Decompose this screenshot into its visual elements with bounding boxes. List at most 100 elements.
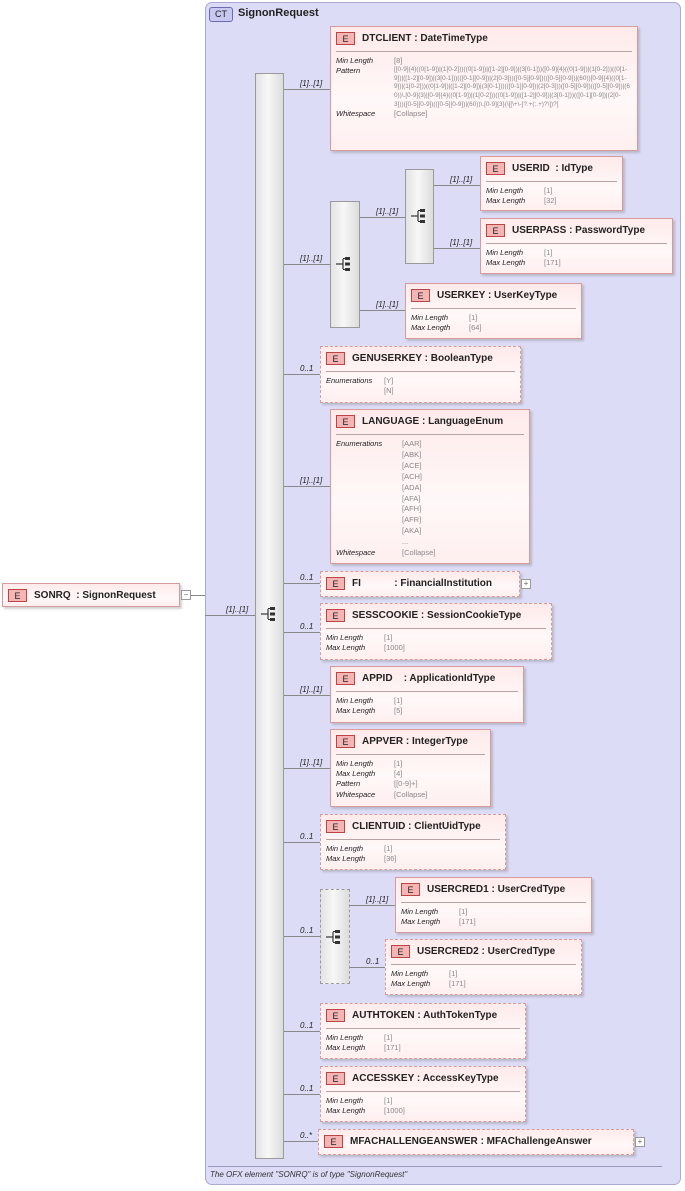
element-badge: E — [336, 415, 355, 428]
properties: Enumerations[AAR] [ABK] [ACE] [ACH] [ADA… — [336, 439, 436, 558]
connector — [360, 310, 405, 311]
separator — [336, 434, 524, 435]
connector — [284, 842, 320, 843]
multiplicity-label: [1]..[1] — [226, 605, 249, 614]
connector — [205, 615, 255, 616]
element-appver[interactable]: E APPVER : IntegerType Min Length[1] Max… — [330, 729, 491, 807]
element-title: APPID : ApplicationIdType — [362, 673, 496, 684]
multiplicity-label: [1]..[1] — [300, 254, 323, 263]
element-title: USERCRED1 : UserCredType — [427, 884, 566, 895]
element-accesskey[interactable]: E ACCESSKEY : AccessKeyType Min Length[1… — [320, 1066, 526, 1122]
properties: Min Length[1] Max Length[32] — [486, 186, 557, 206]
multiplicity-label: [1]..[1] — [300, 685, 323, 694]
element-authtoken[interactable]: E AUTHTOKEN : AuthTokenType Min Length[1… — [320, 1003, 526, 1059]
choice-group-bar[interactable] — [330, 201, 360, 328]
element-userpass[interactable]: E USERPASS : PasswordType Min Length[1] … — [480, 218, 673, 274]
multiplicity-label: [1]..[1] — [376, 207, 399, 216]
properties: Min Length[1] Max Length[171] — [326, 1033, 401, 1053]
element-title: FI : FinancialInstitution — [352, 578, 493, 589]
connector — [284, 1141, 318, 1142]
element-title: GENUSERKEY : BooleanType — [352, 353, 493, 364]
separator — [336, 691, 518, 692]
multiplicity-label: 0..1 — [300, 926, 314, 935]
separator — [326, 1091, 520, 1092]
properties: Min Length[8] Pattern[[0-9]{4}((0[1-9])|… — [336, 56, 630, 119]
separator — [336, 754, 485, 755]
multiplicity-label: [1]..[1] — [376, 300, 399, 309]
multiplicity-label: [1]..[1] — [300, 476, 323, 485]
multiplicity-label: 0..1 — [300, 1021, 314, 1030]
multiplicity-label: [1]..[1] — [300, 758, 323, 767]
element-mfachallengeanswer[interactable]: E MFACHALLENGEANSWER : MFAChallengeAnswe… — [318, 1129, 634, 1155]
element-usercred2[interactable]: E USERCRED2 : UserCredType Min Length[1]… — [385, 939, 582, 995]
properties: Min Length[1] Max Length[1000] — [326, 1096, 405, 1116]
element-userkey[interactable]: E USERKEY : UserKeyType Min Length[1] Ma… — [405, 283, 582, 339]
element-badge: E — [326, 577, 345, 590]
connector — [284, 1094, 320, 1095]
element-badge: E — [336, 735, 355, 748]
element-title: SONRQ : SignonRequest — [34, 590, 156, 601]
connector — [284, 768, 330, 769]
element-badge: E — [391, 945, 410, 958]
element-sesscookie[interactable]: E SESSCOOKIE : SessionCookieType Min Len… — [320, 603, 552, 660]
collapse-icon[interactable]: − — [181, 590, 191, 600]
element-title: ACCESSKEY : AccessKeyType — [352, 1073, 499, 1084]
multiplicity-label: [1]..[1] — [450, 175, 473, 184]
element-badge: E — [326, 1072, 345, 1085]
properties: Min Length[1] Max Length[64] — [411, 313, 482, 333]
element-appid[interactable]: E APPID : ApplicationIdType Min Length[1… — [330, 666, 524, 723]
separator — [326, 839, 500, 840]
connector — [434, 185, 480, 186]
sequence-group-bar[interactable] — [405, 169, 434, 264]
connector — [191, 595, 205, 596]
element-badge: E — [336, 672, 355, 685]
main-sequence-bar[interactable] — [255, 73, 284, 1159]
properties: Min Length[1] Max Length[1000] — [326, 633, 405, 653]
complex-type-title: SignonRequest — [238, 7, 319, 19]
element-badge: E — [486, 162, 505, 175]
connector — [284, 486, 330, 487]
element-badge: E — [324, 1135, 343, 1148]
element-dtclient[interactable]: E DTCLIENT : DateTimeType Min Length[8] … — [330, 26, 638, 151]
element-usercred1[interactable]: E USERCRED1 : UserCredType Min Length[1]… — [395, 877, 592, 933]
connector — [350, 967, 385, 968]
separator — [326, 628, 546, 629]
choice-icon — [336, 257, 350, 271]
element-badge: E — [336, 32, 355, 45]
connector — [284, 89, 330, 90]
expand-icon[interactable]: + — [521, 579, 531, 589]
element-title: CLIENTUID : ClientUidType — [352, 821, 481, 832]
element-language[interactable]: E LANGUAGE : LanguageEnum Enumerations[A… — [330, 409, 530, 564]
properties: Min Length[1] Max Length[171] — [401, 907, 476, 927]
element-badge: E — [326, 609, 345, 622]
sequence-icon — [261, 607, 275, 621]
properties: Enumerations[Y] [N] — [326, 376, 394, 396]
element-userid[interactable]: E USERID : IdType Min Length[1] Max Leng… — [480, 156, 623, 211]
element-title: USERPASS : PasswordType — [512, 225, 646, 236]
element-genuserkey[interactable]: E GENUSERKEY : BooleanType Enumerations[… — [320, 346, 521, 403]
root-element-sonrq[interactable]: E SONRQ : SignonRequest — [2, 583, 180, 607]
connector — [434, 248, 480, 249]
element-badge: E — [326, 1009, 345, 1022]
element-title: APPVER : IntegerType — [362, 736, 468, 747]
connector — [360, 217, 405, 218]
element-clientuid[interactable]: E CLIENTUID : ClientUidType Min Length[1… — [320, 814, 506, 870]
multiplicity-label: 0..1 — [366, 957, 380, 966]
connector — [284, 264, 330, 265]
multiplicity-label: 0..1 — [300, 622, 314, 631]
connector — [284, 632, 320, 633]
properties: Min Length[1] Max Length[36] — [326, 844, 397, 864]
element-title: SESSCOOKIE : SessionCookieType — [352, 610, 522, 621]
element-title: LANGUAGE : LanguageEnum — [362, 416, 504, 427]
sequence-icon — [326, 930, 340, 944]
separator — [326, 371, 515, 372]
separator — [486, 181, 617, 182]
properties: Min Length[1] Max Length[171] — [486, 248, 561, 268]
separator — [391, 964, 576, 965]
expand-icon[interactable]: + — [635, 1137, 645, 1147]
multiplicity-label: 0..1 — [300, 1084, 314, 1093]
separator — [486, 243, 667, 244]
element-fi[interactable]: E FI : FinancialInstitution — [320, 571, 520, 597]
element-title: DTCLIENT : DateTimeType — [362, 33, 488, 44]
element-title: MFACHALLENGEANSWER : MFAChallengeAnswer — [350, 1136, 592, 1147]
